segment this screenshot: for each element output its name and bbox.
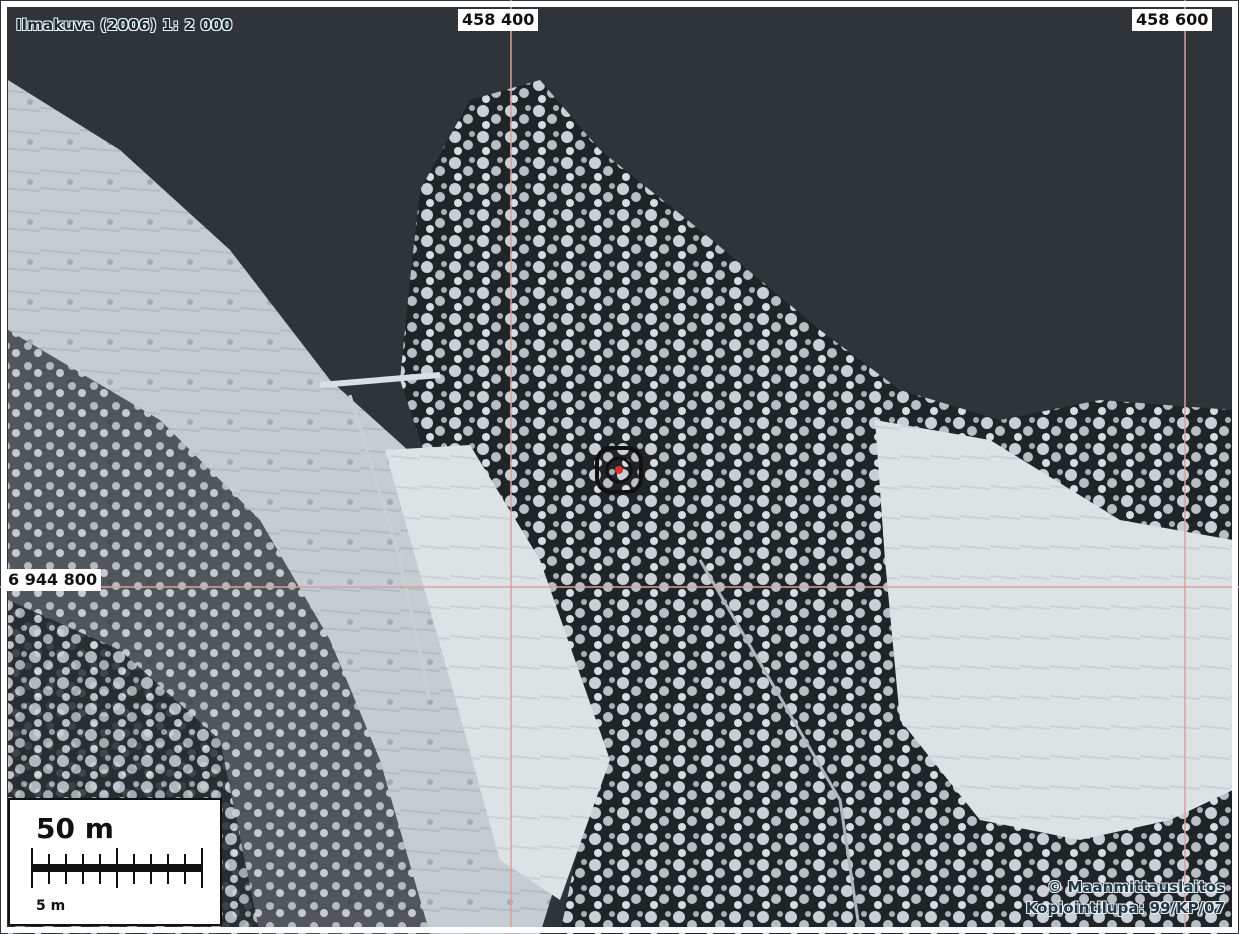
location-target-icon[interactable]: [593, 444, 645, 496]
map-title: Ilmakuva (2006) 1: 2 000: [16, 16, 233, 34]
scale-bar: 50 m 5 m: [8, 798, 222, 926]
scale-bar-major-label: 50 m: [36, 812, 114, 845]
grid-label-northing-6944800: 6 944 800: [4, 569, 102, 591]
copy-license: Kopiointilupa: 99/KP/07: [1025, 899, 1225, 917]
scale-bar-minor-label: 5 m: [36, 898, 66, 914]
grid-label-easting-458600: 458 600: [1132, 9, 1213, 31]
scale-bar-graphic: [31, 848, 203, 888]
grid-label-easting-458400: 458 400: [458, 9, 539, 31]
copyright-credit: © Maanmittauslaitos: [1047, 878, 1225, 896]
